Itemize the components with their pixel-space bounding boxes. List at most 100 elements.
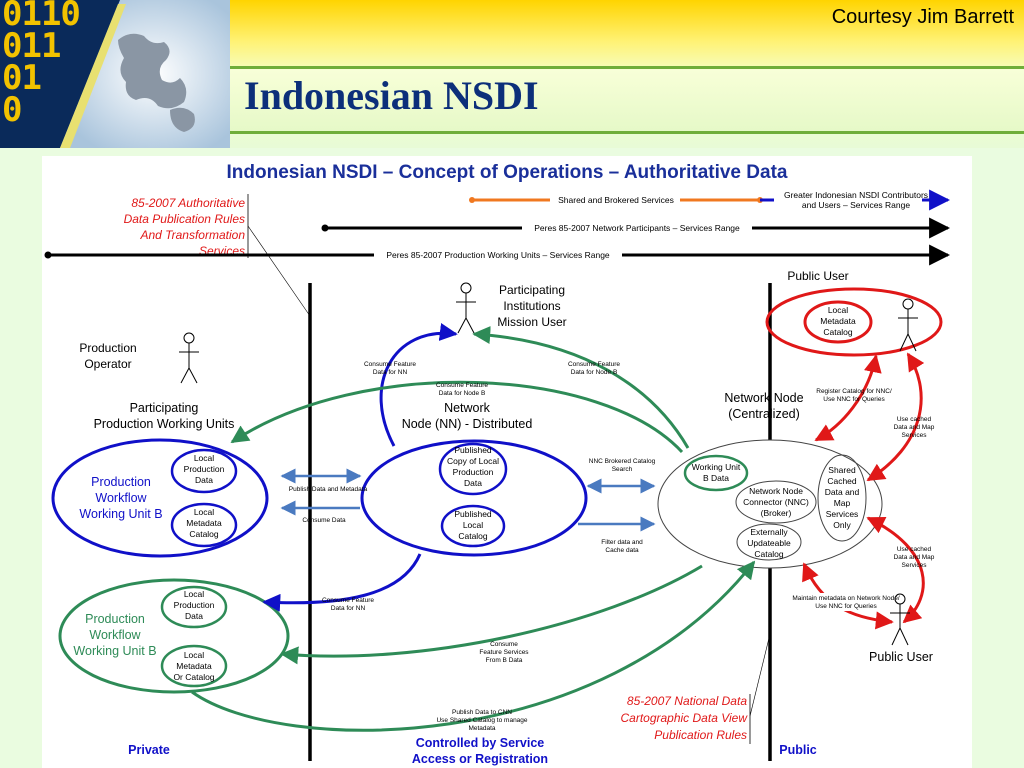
externally-updateable-catalog — [736, 523, 802, 561]
lpd-line-2: Production — [184, 464, 225, 474]
use-cached-bottom-line-3: Services — [902, 562, 928, 569]
register-catalog-line-1: Register Catalog for NNC/ — [816, 388, 892, 395]
logo-binary-digits: 0110 011 01 0 — [2, 0, 81, 130]
consume-services-b-arrow — [280, 564, 703, 665]
consume-nn-lower-line-1: Consume Feature — [322, 597, 374, 604]
use-cached-top-line-1: Use cached — [897, 416, 932, 423]
zone-controlled-line-2: Access or Registration — [412, 752, 548, 766]
consume-node-b-right-line-2: Data for Node B — [571, 369, 618, 376]
register-catalog-line-2: Use NNC for Queries — [823, 396, 885, 403]
participating-units-line-2: Production Working Units — [94, 417, 235, 431]
public-local-metadata-store — [803, 300, 873, 344]
unit-bottom-line-1: Production — [85, 612, 145, 626]
public-metadata-line-3: Catalog — [823, 327, 853, 337]
filter-cache-line-1: Filter data and — [601, 539, 643, 546]
courtesy-credit: Courtesy Jim Barrett — [831, 6, 1014, 28]
local-production-data-store-2 — [160, 585, 228, 629]
participants-range-label: Peres 85-2007 Network Participants – Ser… — [534, 223, 740, 233]
public-metadata-line-1: Local — [828, 305, 848, 315]
unit-bottom-line-2: Workflow — [89, 628, 141, 642]
unit-top-line-3: Working Unit B — [79, 507, 162, 521]
use-cached-bottom-line-1: Use cached — [897, 546, 932, 553]
maintain-metadata-line-1: Maintain metadata on Network Node/ — [792, 595, 900, 602]
public-user-top-label: Public User — [787, 269, 848, 283]
use-cached-top-arrow — [866, 352, 925, 482]
consume-nn-line-1: Consume Feature — [364, 361, 416, 368]
consume-nn-lower-line-2: Data for NN — [331, 605, 366, 612]
greater-range-line-1: Greater Indonesian NSDI Contributors — [784, 190, 928, 200]
published-local-catalog-store — [440, 504, 506, 548]
lmoc-line-1: Local — [184, 650, 204, 660]
pc-line-4: Data — [464, 478, 482, 488]
network-node-central-line-2: (Centralized) — [728, 407, 800, 421]
local-production-data-store — [170, 448, 238, 494]
publish-cnn-arrow — [191, 560, 756, 732]
consume-node-b-right-line-1: Consume Feature — [568, 361, 620, 368]
euc-line-2: Updateable — [747, 538, 791, 548]
rules-top-line-3: And Transformation — [140, 228, 246, 242]
sc-line-5: Services — [826, 509, 859, 519]
use-cached-bottom-arrow — [866, 516, 925, 624]
rules-bottom-line-3: Publication Rules — [654, 728, 747, 742]
publish-cnn-line-1: Publish Data to CNN — [452, 709, 512, 716]
title-band — [230, 66, 1024, 134]
nnc-line-2: Connector (NNC) — [743, 497, 809, 507]
sc-line-1: Shared — [828, 465, 856, 475]
filter-cache-line-2: Cache data — [605, 547, 639, 554]
rules-bottom-leader — [749, 633, 771, 717]
lpd-line-1: Local — [194, 453, 214, 463]
diagram-panel: Indonesian NSDI – Concept of Operations … — [42, 156, 972, 768]
consume-feature-node-b-arrow — [472, 326, 690, 449]
plc-line-1: Published — [454, 509, 492, 519]
consume-services-line-1: Consume — [490, 641, 518, 648]
publish-cnn-line-2: Use Shared Catalog to manage — [436, 717, 527, 724]
lmc-line-2: Metadata — [186, 518, 222, 528]
rules-top-leader — [247, 225, 311, 317]
lpd2-line-2: Production — [174, 600, 215, 610]
lpd-line-3: Data — [195, 475, 213, 485]
use-cached-top-line-2: Data and Map — [894, 424, 935, 431]
unit-top-line-1: Production — [91, 475, 151, 489]
mission-user-line-1: Participating — [499, 283, 565, 297]
nnc-line-1: Network Node — [749, 486, 803, 496]
greater-range-line-2: and Users – Services Range — [802, 200, 910, 210]
published-copy-store — [438, 442, 508, 496]
sc-line-6: Only — [833, 520, 851, 530]
consume-feature-node-b-mid-arrow — [230, 380, 684, 454]
local-metadata-catalog-store — [170, 502, 238, 548]
pc-line-3: Production — [453, 467, 494, 477]
sc-line-4: Map — [834, 498, 851, 508]
production-unit-bottom — [58, 578, 290, 694]
nnc-brokered-line-1: NNC Brokered Catalog — [589, 458, 656, 465]
network-node-distributed — [360, 439, 588, 557]
network-node-nn-line-1: Network — [444, 401, 491, 415]
use-cached-bottom-line-2: Data and Map — [894, 554, 935, 561]
lmc-line-1: Local — [194, 507, 214, 517]
publish-cnn-line-3: Metadata — [468, 725, 495, 732]
nnc-broker — [735, 480, 817, 524]
network-node-central-line-1: Network Node — [724, 391, 803, 405]
public-user-bottom-label: Public User — [869, 650, 933, 664]
sc-line-3: Data and — [825, 487, 860, 497]
public-user-top-icon — [898, 298, 918, 352]
nsdi-logo: 0110 011 01 0 — [0, 0, 230, 148]
consume-feature-nn-lower-arrow — [262, 553, 422, 612]
euc-line-1: Externally — [750, 527, 788, 537]
lmc-line-3: Catalog — [189, 529, 219, 539]
euc-line-3: Catalog — [754, 549, 784, 559]
consume-node-b-mid-line-1: Consume Feature — [436, 382, 488, 389]
unit-top-line-2: Workflow — [95, 491, 147, 505]
lpd2-line-3: Data — [185, 611, 203, 621]
maintain-metadata-line-2: Use NNC for Queries — [815, 603, 877, 610]
lpd2-line-1: Local — [184, 589, 204, 599]
production-operator-line-1: Production — [79, 341, 136, 355]
rules-bottom-line-2: Cartographic Data View — [620, 711, 748, 725]
shared-cached-services — [817, 454, 867, 542]
concept-diagram: Indonesian NSDI – Concept of Operations … — [44, 162, 951, 766]
plc-line-3: Catalog — [458, 531, 488, 541]
sc-line-2: Cached — [827, 476, 857, 486]
working-unit-b-data-store — [683, 454, 749, 492]
use-cached-top-line-3: Services — [902, 432, 928, 439]
zone-private: Private — [128, 743, 170, 757]
rules-top-line-1: 85-2007 Authoritative — [131, 196, 245, 210]
